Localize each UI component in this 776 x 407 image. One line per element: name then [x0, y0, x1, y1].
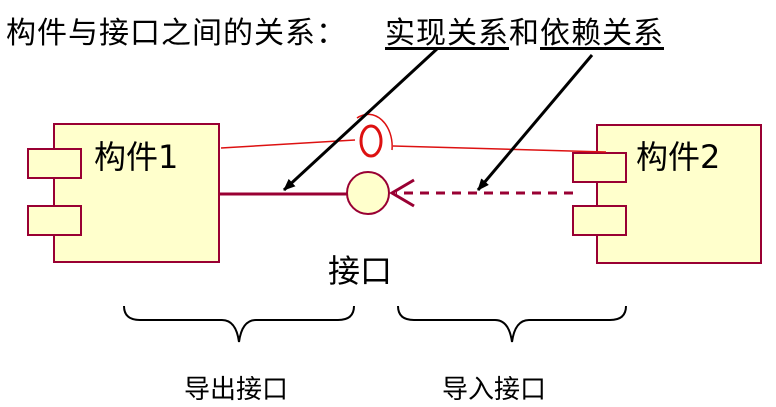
highlight-ellipse [359, 124, 383, 158]
title-realization: 实现关系 [385, 16, 509, 51]
component-1-body [53, 123, 220, 263]
component-2 [572, 124, 762, 264]
component-2-body [596, 124, 762, 264]
export-interface-label: 导出接口 [184, 375, 289, 405]
title-prefix: 构件与接口之间的关系： [6, 16, 347, 51]
highlight-arc [356, 113, 393, 151]
component-1-name: 构件1 [94, 138, 179, 176]
brace-export [123, 305, 355, 343]
component-2-port-bottom [572, 205, 627, 236]
brace-import [397, 305, 627, 343]
realization-callout-arrow [282, 46, 440, 192]
interface-circle [346, 171, 390, 215]
highlight-line-left [220, 139, 356, 149]
title-conjunction: 和 [509, 16, 540, 51]
import-interface-label: 导入接口 [442, 375, 547, 405]
component-1-port-top [27, 148, 82, 179]
component-2-port-top [572, 152, 627, 183]
dependency-arrowhead [389, 178, 415, 208]
interface-label: 接口 [328, 252, 393, 290]
component-2-name: 构件2 [636, 138, 721, 176]
title-dependency: 依赖关系 [540, 16, 664, 51]
component-1 [27, 123, 220, 263]
dependency-callout-arrow [476, 54, 594, 191]
highlight-line-right [392, 145, 607, 153]
page-title: 构件与接口之间的关系： 实现关系和依赖关系 [6, 8, 664, 52]
component-1-port-bottom [27, 205, 82, 236]
